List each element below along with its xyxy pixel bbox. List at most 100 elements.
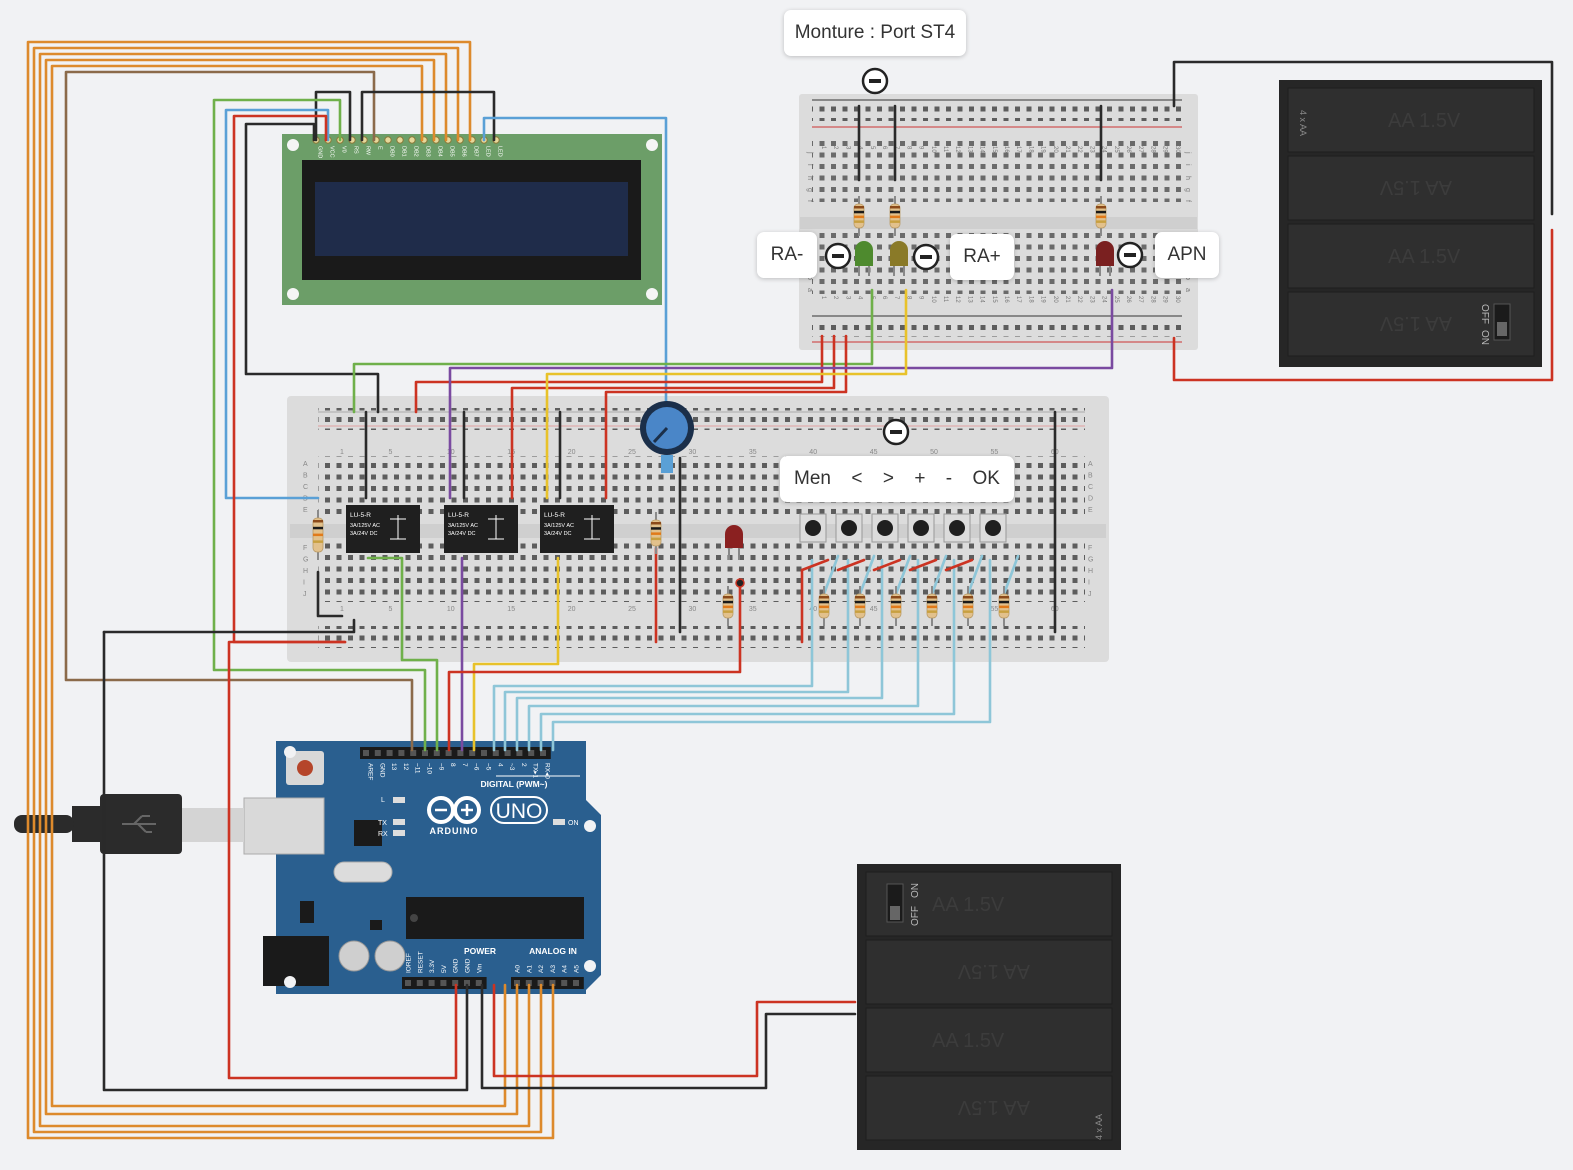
push-button-1[interactable] (799, 513, 827, 543)
push-button-cap[interactable] (913, 520, 929, 536)
small-col-label: 21 (1064, 296, 1070, 303)
battery-switch-on-label: ON (910, 883, 921, 898)
push-button-cap[interactable] (841, 520, 857, 536)
resistor-band (723, 610, 733, 613)
push-button-2[interactable] (835, 513, 863, 543)
large-col-label: 30 (689, 606, 697, 613)
lcd-screen (315, 182, 628, 256)
large-row-letter: J (1088, 591, 1092, 598)
reset-button-cap[interactable] (297, 760, 313, 776)
power-pin[interactable] (428, 980, 435, 986)
resistor-band (963, 600, 973, 604)
small-col-label: 17 (1015, 146, 1021, 153)
resistor (650, 519, 662, 547)
push-button-cap[interactable] (949, 520, 965, 536)
relay-symbol-icon (488, 515, 504, 540)
minus-probe-icon[interactable] (912, 243, 940, 271)
digital-label: AREF (367, 763, 374, 780)
lcd-pin[interactable] (408, 136, 416, 144)
digital-pin[interactable] (481, 750, 487, 756)
analog-pin[interactable] (573, 980, 579, 986)
digital-pin[interactable] (386, 750, 393, 756)
resistor-band (891, 610, 901, 613)
digital-pin[interactable] (469, 750, 476, 756)
minus-probe-icon[interactable] (1116, 241, 1144, 269)
digital-pin[interactable] (492, 750, 499, 756)
push-button-4[interactable] (907, 513, 935, 543)
digital-pin[interactable] (374, 750, 381, 756)
lcd-pin[interactable] (396, 136, 404, 144)
small-col-label: 24 (1101, 296, 1107, 303)
battery-pack-top: AA 1.5V AA 1.5V AA 1.5V AA 1.5V 4 x AA O… (1279, 80, 1542, 367)
large-col-label: 15 (507, 606, 515, 613)
header-strip (360, 747, 551, 759)
small-col-label: 12 (954, 146, 960, 153)
push-button-cap[interactable] (985, 520, 1001, 536)
battery-cell-label: AA 1.5V (1379, 312, 1452, 334)
digital-pin[interactable] (528, 750, 535, 756)
digital-pin[interactable] (410, 750, 417, 756)
probe-minus-bar (890, 430, 902, 434)
digital-pin[interactable] (363, 750, 369, 756)
push-button-6[interactable] (979, 513, 1007, 543)
battery-switch[interactable] (890, 906, 900, 920)
analog-pin[interactable] (525, 980, 532, 986)
resistor-band (927, 605, 937, 609)
analog-pin[interactable] (561, 980, 568, 986)
battery-switch[interactable] (1497, 322, 1507, 336)
menu-right-label: > (882, 468, 894, 489)
probe-minus-bar (869, 79, 881, 83)
push-button-cap[interactable] (877, 520, 893, 536)
push-button-5[interactable] (943, 513, 971, 543)
lcd-pin-label: DB6 (461, 146, 467, 157)
power-pin[interactable] (405, 980, 411, 986)
push-button-cap[interactable] (805, 520, 821, 536)
push-button-housing[interactable] (835, 513, 863, 543)
analog-pin[interactable] (514, 980, 520, 986)
minus-probe-icon[interactable] (882, 418, 910, 446)
power-pin[interactable] (416, 980, 423, 986)
lcd-pin[interactable] (384, 136, 392, 144)
digital-pin[interactable] (540, 750, 546, 756)
resistor (1095, 203, 1107, 229)
digital-pin[interactable] (504, 750, 511, 756)
lcd-pin-label: VCC (329, 146, 335, 158)
small-col-label: 24 (1101, 146, 1107, 153)
resistor (926, 593, 938, 619)
large-row-letter: H (1088, 568, 1093, 575)
atmega-chip (406, 897, 584, 939)
small-col-label: 12 (954, 296, 960, 303)
lcd-pin-label: RW (365, 146, 371, 156)
digital-pin[interactable] (457, 750, 464, 756)
relay-rating: 3A/24V DC (448, 531, 476, 537)
large-col-label: 1 (340, 606, 344, 613)
resistor-band (999, 605, 1009, 609)
push-button-3[interactable] (871, 513, 899, 543)
digital-pin[interactable] (516, 750, 523, 756)
resistor-band (1096, 210, 1106, 214)
analog-pin[interactable] (549, 980, 556, 986)
lcd-pin-label: E (377, 146, 383, 150)
digital-pin[interactable] (445, 750, 452, 756)
power-pin[interactable] (464, 980, 470, 986)
minus-probe-icon[interactable] (824, 242, 852, 270)
resistor (312, 517, 324, 553)
analog-pin[interactable] (537, 980, 544, 986)
resistor-band (651, 527, 661, 530)
digital-pin[interactable] (433, 750, 440, 756)
power-pin[interactable] (475, 980, 482, 986)
resistor-band (891, 596, 901, 599)
minus-probe-icon[interactable] (861, 67, 889, 95)
digital-pin[interactable] (422, 750, 428, 756)
resistor (722, 593, 734, 619)
small-col-label: 26 (1125, 296, 1131, 303)
push-button-row (799, 513, 1007, 543)
digital-pin[interactable] (398, 750, 405, 756)
power-pin[interactable] (440, 980, 447, 986)
potentiometer-knob[interactable] (640, 401, 694, 473)
digital-label: 8 (449, 763, 456, 767)
small-row-letter: f (1184, 200, 1191, 202)
power-pin[interactable] (452, 980, 459, 986)
battery-cell-label: AA 1.5V (932, 894, 1005, 916)
